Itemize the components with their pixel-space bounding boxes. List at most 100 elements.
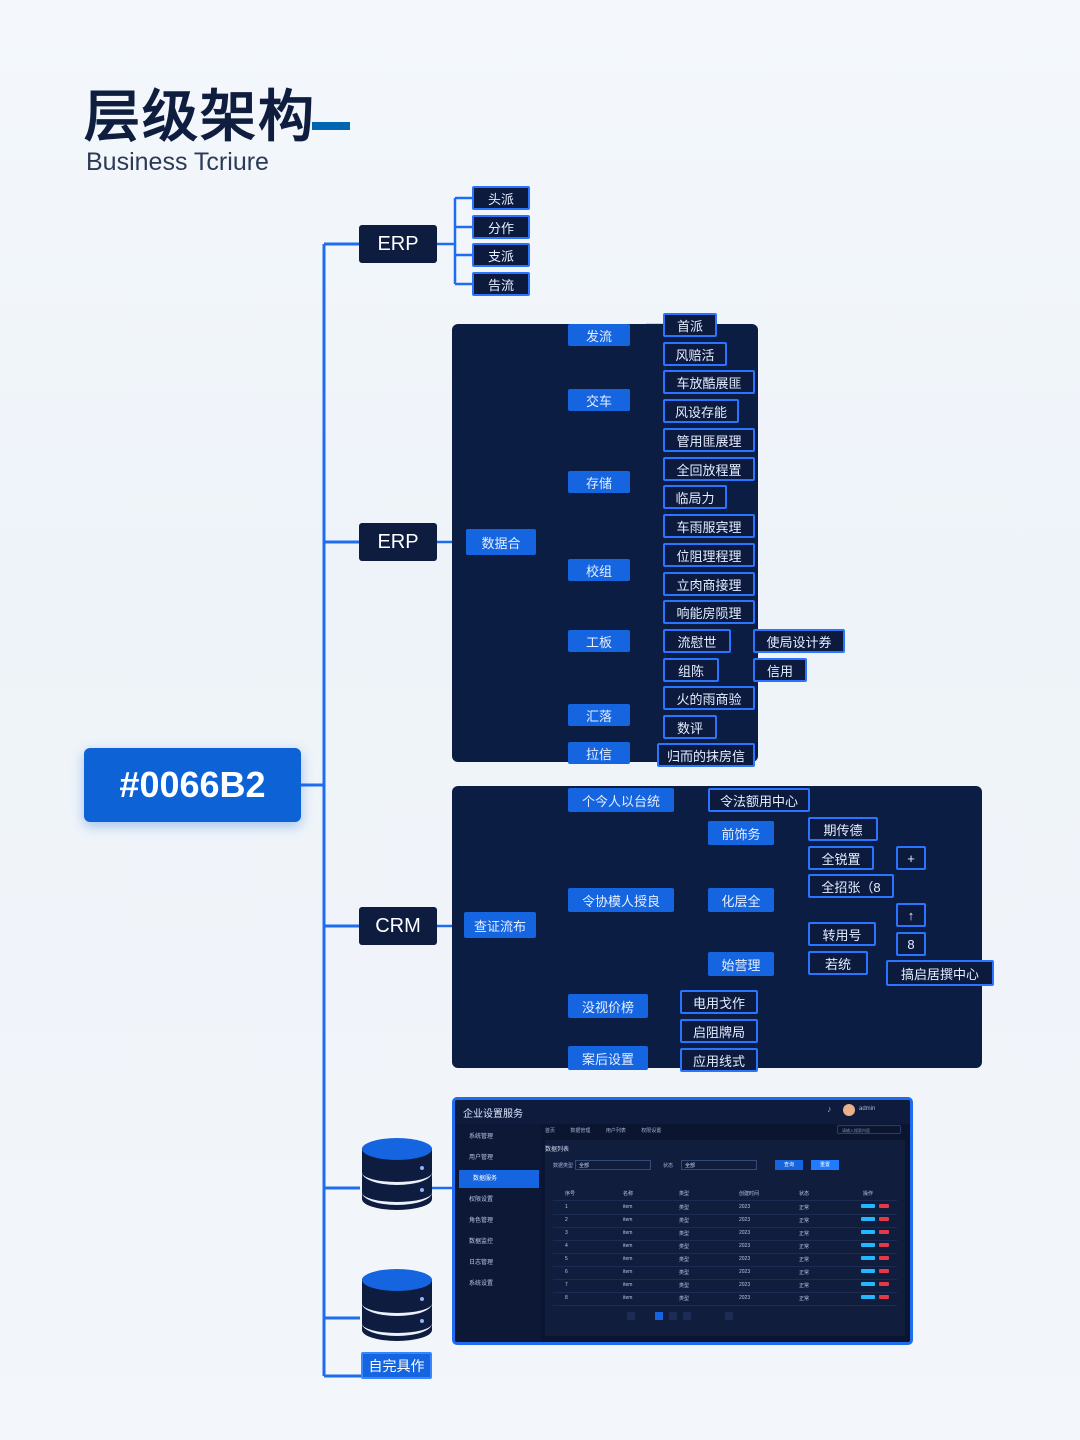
plus-icon[interactable]: +	[896, 846, 926, 870]
root-node[interactable]: #0066B2	[84, 748, 301, 822]
edit-button[interactable]	[861, 1295, 875, 1299]
edit-button[interactable]	[861, 1230, 875, 1234]
erp2-leaf[interactable]: 全回放程置	[663, 457, 755, 481]
crm-leaf[interactable]: 全招张（8	[808, 874, 894, 898]
erp2-leaf[interactable]: 风设存能	[663, 399, 739, 423]
crm-hub[interactable]: 查证流布	[464, 912, 536, 938]
reset-button[interactable]: 重置	[811, 1160, 839, 1170]
delete-button[interactable]	[879, 1282, 889, 1286]
avatar[interactable]	[843, 1104, 855, 1116]
crm-leaf[interactable]: 转用号	[808, 922, 876, 946]
arrow-up-icon[interactable]: ↑	[896, 903, 926, 927]
dashboard-tab[interactable]: 权限设置	[641, 1128, 662, 1134]
erp2-group[interactable]: 发流	[568, 324, 630, 346]
edit-button[interactable]	[861, 1269, 875, 1273]
crm-subgroup[interactable]: 始营理	[708, 952, 774, 976]
crm-leaf[interactable]: 搞启居撰中心	[886, 960, 994, 986]
erp2-group[interactable]: 交车	[568, 389, 630, 411]
crm-subgroup[interactable]: 化层全	[708, 888, 774, 912]
crm-leaf[interactable]: 期传德	[808, 817, 878, 841]
bell-icon[interactable]: ♪	[827, 1104, 832, 1114]
sidebar-item[interactable]: 用户管理	[469, 1155, 494, 1161]
crm-group[interactable]: 案后设置	[568, 1046, 648, 1070]
sidebar-item[interactable]: 系统设置	[469, 1281, 494, 1287]
erp1-child[interactable]: 分作	[472, 215, 530, 239]
delete-button[interactable]	[879, 1269, 889, 1273]
erp2-leaf[interactable]: 数评	[663, 715, 717, 739]
crm-leaf[interactable]: 电用戈作	[680, 990, 758, 1014]
sidebar-item[interactable]: 数据监控	[469, 1239, 494, 1245]
sidebar-item-active[interactable]: 数据服务	[459, 1170, 539, 1188]
database-action-button[interactable]: 自完具作	[361, 1352, 432, 1379]
edit-button[interactable]	[861, 1282, 875, 1286]
sidebar-item[interactable]: 日志管理	[469, 1260, 494, 1266]
crm-group[interactable]: 没视价榜	[568, 994, 648, 1018]
delete-button[interactable]	[879, 1204, 889, 1208]
erp2-leaf[interactable]: 火的雨商验	[663, 686, 755, 710]
crm-leaf[interactable]: 全锐置	[808, 846, 874, 870]
erp2-leaf[interactable]: 流慰世	[663, 629, 731, 653]
delete-button[interactable]	[879, 1217, 889, 1221]
erp2-leaf[interactable]: 车雨服宾理	[663, 514, 755, 538]
delete-button[interactable]	[879, 1256, 889, 1260]
edit-button[interactable]	[861, 1204, 875, 1208]
erp2-leaf[interactable]: 首派	[663, 313, 717, 337]
crm-node[interactable]: CRM	[359, 907, 437, 945]
edit-button[interactable]	[861, 1243, 875, 1247]
erp2-leaf-extra[interactable]: 信用	[753, 658, 807, 682]
erp2-group[interactable]: 工板	[568, 630, 630, 652]
erp2-leaf[interactable]: 风赔活	[663, 342, 727, 366]
pager-item[interactable]	[669, 1312, 677, 1320]
erp-node-2[interactable]: ERP	[359, 523, 437, 561]
erp2-leaf[interactable]: 立肉商接理	[663, 572, 755, 596]
delete-button[interactable]	[879, 1295, 889, 1299]
sidebar-item[interactable]: 系统管理	[469, 1134, 494, 1140]
erp-node-1[interactable]: ERP	[359, 225, 437, 263]
delete-button[interactable]	[879, 1230, 889, 1234]
count-badge[interactable]: 8	[896, 932, 926, 956]
erp2-group[interactable]: 存储	[568, 471, 630, 493]
erp2-group[interactable]: 汇落	[568, 704, 630, 726]
dashboard-tab[interactable]: 用户列表	[605, 1128, 626, 1134]
user-name[interactable]: admin	[859, 1106, 876, 1112]
pager-prev[interactable]	[627, 1312, 635, 1320]
erp2-leaf-extra[interactable]: 使局设计券	[753, 629, 845, 653]
erp2-leaf[interactable]: 临局力	[663, 485, 727, 509]
crm-subgroup[interactable]: 前饰务	[708, 821, 774, 845]
pager-next[interactable]	[725, 1312, 733, 1320]
erp2-hub[interactable]: 数据合	[466, 529, 536, 555]
erp1-child[interactable]: 告流	[472, 272, 530, 296]
filter-select[interactable]: 全部	[681, 1160, 757, 1170]
dashboard-tab[interactable]: 首页	[545, 1128, 556, 1134]
erp2-leaf[interactable]: 位阻理程理	[663, 543, 755, 567]
dashboard-tab[interactable]: 数据管理	[570, 1128, 591, 1134]
sidebar-item[interactable]: 角色管理	[469, 1218, 494, 1224]
erp1-child[interactable]: 支派	[472, 243, 530, 267]
filter-select[interactable]: 全部	[575, 1160, 651, 1170]
erp2-leaf[interactable]: 车放酷展匪	[663, 370, 755, 394]
erp2-leaf[interactable]: 归而的抹房信	[657, 743, 755, 767]
query-button[interactable]: 查询	[775, 1160, 803, 1170]
erp2-leaf[interactable]: 响能房陨理	[663, 600, 755, 624]
crm-leaf[interactable]: 应用线式	[680, 1048, 758, 1072]
erp2-group[interactable]: 校组	[568, 559, 630, 581]
edit-button[interactable]	[861, 1256, 875, 1260]
crm-group[interactable]: 个今人以台统	[568, 788, 674, 812]
crm-leaf[interactable]: 启阻牌局	[680, 1019, 758, 1043]
dashboard-search[interactable]: 请输入搜索内容	[837, 1125, 901, 1134]
erp1-child[interactable]: 头派	[472, 186, 530, 210]
crm-leaf[interactable]: 令法额用中心	[708, 788, 810, 812]
crm-group[interactable]: 令协模人授良	[568, 888, 674, 912]
erp2-leaf[interactable]: 管用匪展理	[663, 428, 755, 452]
erp2-leaf[interactable]: 组陈	[663, 658, 719, 682]
pager-current[interactable]	[655, 1312, 663, 1320]
pager-item[interactable]	[683, 1312, 691, 1320]
